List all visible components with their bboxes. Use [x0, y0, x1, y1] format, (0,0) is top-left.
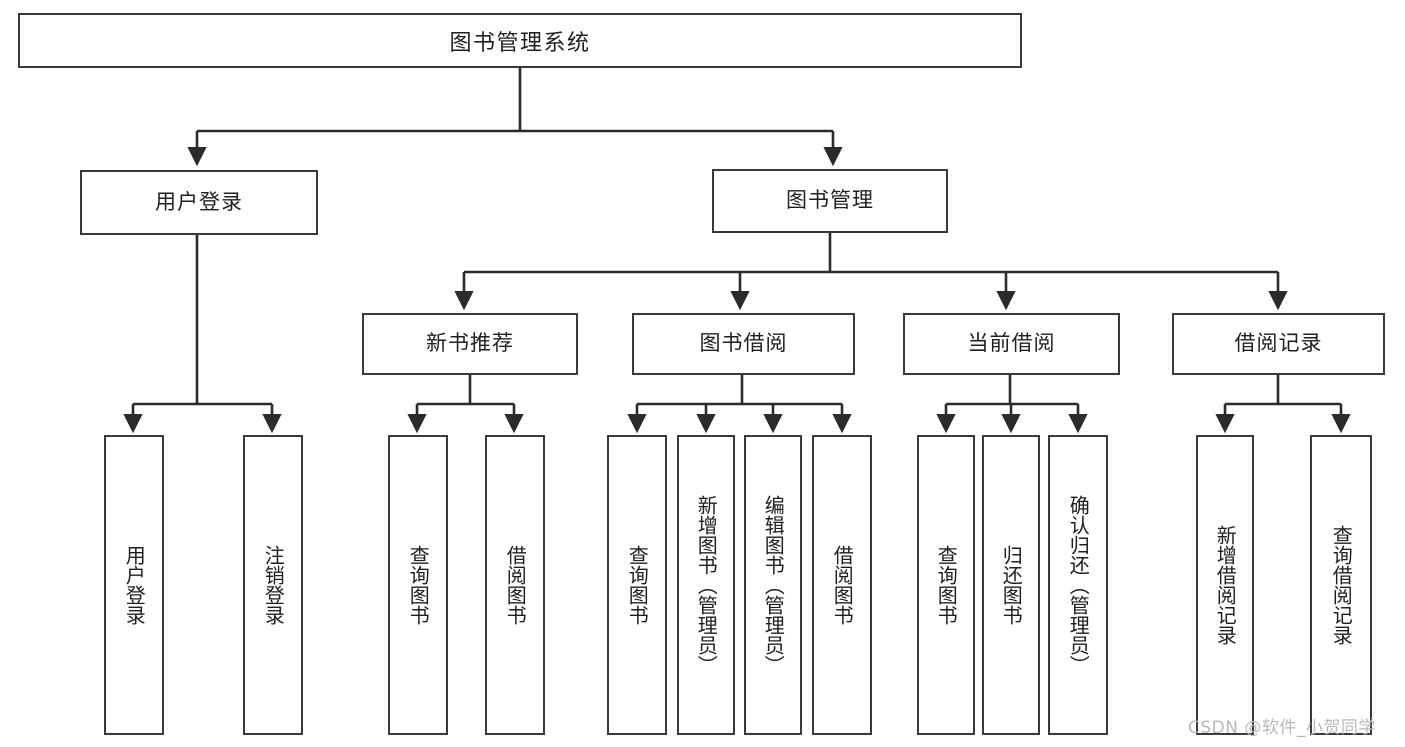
- node-book-management[interactable]: 图书管理: [712, 169, 948, 233]
- leaf-label: 注销登录: [261, 545, 286, 625]
- node-user-login[interactable]: 用户登录: [80, 170, 318, 235]
- leaf-record-add-record[interactable]: 新增借阅记录: [1196, 435, 1254, 735]
- leaf-recommend-query-book[interactable]: 查询图书: [388, 435, 448, 735]
- leaf-recommend-borrow-book[interactable]: 借阅图书: [485, 435, 545, 735]
- leaf-label: 查询图书: [625, 545, 650, 625]
- leaf-label: 新增借阅记录: [1213, 525, 1238, 645]
- leaf-label: 借阅图书: [830, 545, 855, 625]
- leaf-current-return-book[interactable]: 归还图书: [982, 435, 1040, 735]
- leaf-label: 用户登录: [122, 545, 147, 625]
- leaf-label: 查询图书: [406, 545, 431, 625]
- node-new-book-recommend[interactable]: 新书推荐: [362, 313, 578, 375]
- leaf-borrow-borrow-book[interactable]: 借阅图书: [812, 435, 872, 735]
- leaf-label: 编辑图书（管理员）: [761, 495, 786, 675]
- leaf-record-query-record[interactable]: 查询借阅记录: [1310, 435, 1372, 735]
- node-borrow-record[interactable]: 借阅记录: [1172, 313, 1385, 375]
- leaf-label: 查询借阅记录: [1329, 525, 1354, 645]
- leaf-borrow-query-book[interactable]: 查询图书: [607, 435, 667, 735]
- leaf-label: 新增图书（管理员）: [694, 495, 719, 675]
- node-root-system[interactable]: 图书管理系统: [18, 13, 1022, 68]
- leaf-current-query-book[interactable]: 查询图书: [917, 435, 975, 735]
- leaf-user-login-login[interactable]: 用户登录: [104, 435, 164, 735]
- leaf-label: 查询图书: [934, 545, 959, 625]
- leaf-user-login-logout[interactable]: 注销登录: [243, 435, 303, 735]
- watermark-text: CSDN @软件_小贺同学: [1188, 718, 1376, 738]
- leaf-label: 确认归还（管理员）: [1066, 495, 1091, 675]
- leaf-current-confirm-return-admin[interactable]: 确认归还（管理员）: [1048, 435, 1108, 735]
- node-book-borrow[interactable]: 图书借阅: [632, 313, 855, 375]
- leaf-borrow-edit-book-admin[interactable]: 编辑图书（管理员）: [744, 435, 802, 735]
- leaf-label: 借阅图书: [503, 545, 528, 625]
- leaf-label: 归还图书: [999, 545, 1024, 625]
- node-current-borrow[interactable]: 当前借阅: [903, 313, 1120, 375]
- leaf-borrow-add-book-admin[interactable]: 新增图书（管理员）: [677, 435, 735, 735]
